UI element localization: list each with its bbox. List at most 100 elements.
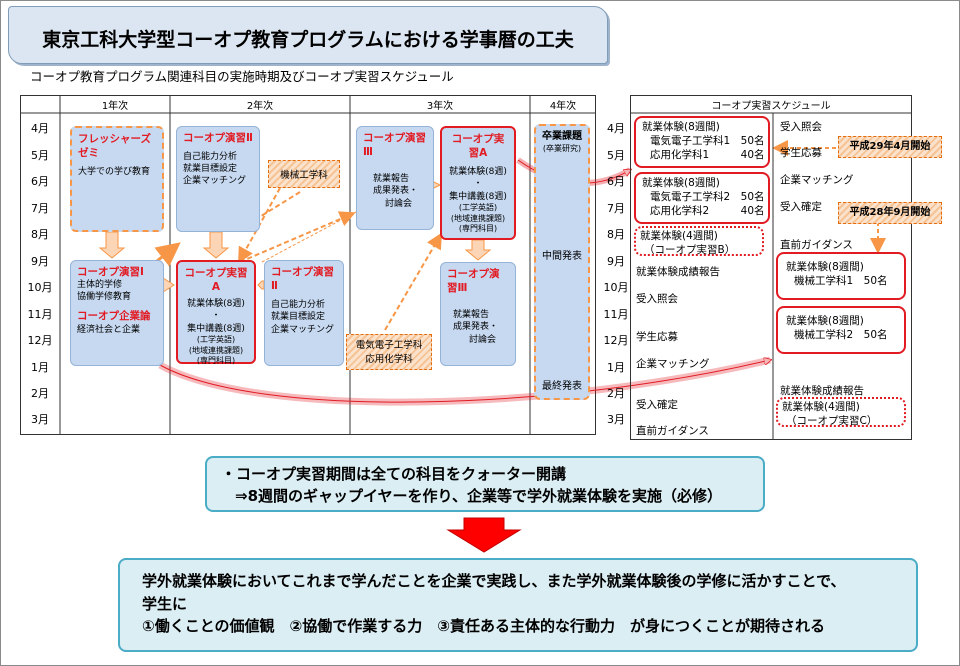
coop-jissyu-a-line: (地域連携課題) bbox=[188, 345, 244, 355]
coop-jissyu-a-line: 集中講義(8週) bbox=[187, 323, 245, 334]
coop-ensyu2-box-a: コーオプ演習Ⅱ 自己能力分析 就業目標設定 企業マッチング bbox=[176, 126, 260, 232]
sched-line: 機械工学科1 50名 bbox=[794, 275, 888, 288]
coop-jissyu-a-line: (専門科目) bbox=[196, 356, 236, 366]
month-label: 11月 bbox=[603, 308, 629, 321]
coop-ensyu2-box-b: コーオプ演習Ⅱ 自己能力分析 就業目標設定 企業マッチング bbox=[264, 260, 344, 366]
coop-ensyu2-line: 企業マッチング bbox=[183, 176, 247, 187]
coop-ensyu2-line: 就業目標設定 bbox=[183, 164, 238, 175]
freshers-title: フレッシャーズゼミ bbox=[78, 133, 151, 160]
schedule-header: コーオプ実習スケジュール bbox=[711, 100, 831, 112]
freshers-seminar-box: フレッシャーズゼミ 大学での学び教育 bbox=[70, 126, 164, 232]
schedule-grid bbox=[630, 95, 912, 440]
sched-right-item: 学生応募 bbox=[780, 147, 822, 159]
sched-left-item: 受入照会 bbox=[636, 293, 678, 305]
coop-ensyu3-box-b: コーオプ演習Ⅲ 就業報告 成果発表・ 討論会 bbox=[440, 262, 516, 366]
sotsugyo-mid: 中間発表 bbox=[542, 251, 582, 263]
sotsugyo-sub: (卒業研究) bbox=[542, 143, 582, 153]
month-label: 10月 bbox=[27, 281, 53, 294]
month-label: 9月 bbox=[31, 255, 49, 268]
page-title: 東京工科大学型コーオプ教育プログラムにおける学事暦の工夫 bbox=[8, 6, 608, 64]
year-header-2: 2年次 bbox=[246, 100, 274, 112]
coop-ensyu3-line: 討論会 bbox=[385, 198, 413, 209]
month-label: 4月 bbox=[31, 122, 49, 135]
coop-jissyu-a-line: ・ bbox=[211, 311, 221, 322]
sotsugyo-title: 卒業課題 bbox=[542, 131, 582, 142]
month-label: 6月 bbox=[607, 175, 625, 188]
coop-ensyu2-line: 企業マッチング bbox=[271, 324, 335, 335]
coop-jissyu-a-line: ・ bbox=[473, 179, 483, 190]
sched-left-block3: 就業体験(4週間) （コーオプ実習B） bbox=[634, 226, 764, 256]
year-header-3: 3年次 bbox=[426, 100, 454, 112]
sched-left-item: 受入確定 bbox=[636, 399, 678, 411]
start-badge-h29: 平成29年4月開始 bbox=[838, 136, 942, 158]
quarter-info-line1: ・コーオプ実習期間は全ての科目をクォーター開講 bbox=[221, 465, 567, 483]
month-label: 8月 bbox=[607, 228, 625, 241]
coop-ensyu3-line: 成果発表・ bbox=[373, 186, 419, 197]
sched-left-block2: 就業体験(8週間) 電気電子工学科2 50名 応用化学科2 40名 bbox=[634, 172, 770, 224]
sched-right-block1: 就業体験(8週間) 機械工学科1 50名 bbox=[776, 252, 906, 300]
sched-line: 電気電子工学科1 50名 bbox=[650, 135, 765, 148]
year-header-1: 1年次 bbox=[101, 100, 129, 112]
month-label: 11月 bbox=[27, 308, 53, 321]
month-label: 4月 bbox=[607, 122, 625, 135]
sotsugyo-box: 卒業課題 (卒業研究) 中間発表 最終発表 bbox=[534, 124, 590, 400]
month-label: 7月 bbox=[607, 202, 625, 215]
sched-right-item: 受入照会 bbox=[780, 121, 822, 133]
sched-line: 電気電子工学科2 50名 bbox=[650, 191, 765, 204]
sched-right-item: 企業マッチング bbox=[780, 174, 854, 186]
month-label: 12月 bbox=[27, 334, 53, 347]
sched-line: 応用化学科1 40名 bbox=[650, 149, 765, 162]
coop-ensyu1-box: コーオプ演習Ⅰ 主体的学修 協働学修教育 コーオプ企業論 経済社会と企業 bbox=[70, 260, 164, 366]
quarter-info-box: ・コーオプ実習期間は全ての科目をクォーター開講 ⇒8週間のギャップイヤーを作り、… bbox=[205, 456, 765, 512]
denki-oyokagaku-label: 電気電子工学科 応用化学科 bbox=[346, 334, 432, 370]
coop-jissyu-a-box-year2: コーオプ実習A 就業体験(8週) ・ 集中講義(8週) (工学英語) (地域連携… bbox=[176, 260, 256, 366]
coop-ensyu2-title: コーオプ演習Ⅱ bbox=[183, 132, 253, 144]
sched-line: 就業体験(4週間) bbox=[782, 401, 860, 413]
sched-line: 就業体験(4週間) bbox=[640, 230, 718, 242]
sched-right-block2: 就業体験(8週間) 機械工学科2 50名 bbox=[776, 306, 906, 354]
coop-jissyu-a-line: (工学英語) bbox=[196, 334, 236, 344]
sched-line: （コーオプ実習B） bbox=[644, 244, 736, 257]
coop-jissyu-a-box-year3: コーオプ実習A 就業体験(8週) ・ 集中講義(8週) (工学英語) (地域連携… bbox=[440, 126, 516, 240]
month-label: 5月 bbox=[31, 149, 49, 162]
sched-line: （コーオプ実習C） bbox=[786, 415, 878, 428]
sched-right-guidance: 直前ガイダンス bbox=[780, 239, 853, 251]
month-label: 9月 bbox=[607, 255, 625, 268]
sotsugyo-final: 最終発表 bbox=[542, 380, 582, 392]
sched-line: 就業体験(8週間) bbox=[786, 315, 864, 327]
month-label: 12月 bbox=[603, 334, 629, 347]
coop-ensyu2-title: コーオプ演習Ⅱ bbox=[271, 266, 334, 293]
quarter-info-line2: ⇒8週間のギャップイヤーを作り、企業等で学外就業体験を実施（必修） bbox=[235, 486, 722, 505]
coop-ensyu1-title: コーオプ演習Ⅰ bbox=[77, 266, 144, 278]
start-badge-h28: 平成28年9月開始 bbox=[838, 202, 942, 224]
outcome-line3: ①働くことの価値観 ②協働で作業する力 ③責任ある主体的な行動力 が身につくこと… bbox=[142, 617, 825, 635]
sched-line: 就業体験(8週間) bbox=[642, 121, 720, 133]
coop-jissyu-a-line: 就業体験(8週) bbox=[449, 167, 507, 178]
coop-jissyu-a-line: 集中講義(8週) bbox=[449, 191, 507, 202]
month-label: 7月 bbox=[31, 202, 49, 215]
coop-ensyu3-title: コーオプ演習Ⅲ bbox=[363, 132, 426, 159]
sched-line: 就業体験(8週間) bbox=[786, 261, 864, 273]
month-label: 1月 bbox=[31, 361, 49, 374]
coop-kigyoron-title: コーオプ企業論 bbox=[77, 310, 151, 323]
coop-jissyu-a-title: コーオプ実習A bbox=[451, 133, 505, 160]
month-label: 1月 bbox=[607, 361, 625, 374]
coop-ensyu2-line: 自己能力分析 bbox=[271, 300, 326, 311]
coop-ensyu1-line: 協働学修教育 bbox=[77, 292, 132, 303]
coop-jissyu-a-title: コーオプ実習A bbox=[184, 267, 248, 294]
month-label: 6月 bbox=[31, 175, 49, 188]
denki-label: 電気電子工学科 bbox=[355, 340, 423, 351]
sched-left-item: 学生応募 bbox=[636, 331, 678, 343]
outcome-line1: 学外就業体験においてこれまで学んだことを企業で実践し、また学外就業体験後の学修に… bbox=[142, 572, 846, 590]
sched-line: 就業体験(8週間) bbox=[642, 177, 720, 189]
coop-ensyu3-line: 就業報告 bbox=[373, 174, 410, 185]
sched-left-item: 直前ガイダンス bbox=[636, 425, 709, 437]
year-header-4: 4年次 bbox=[549, 100, 577, 112]
section-subtitle: コーオプ教育プログラム関連科目の実施時期及びコーオプ実習スケジュール bbox=[30, 69, 454, 84]
coop-jissyu-a-line: (工学英語) bbox=[458, 202, 498, 212]
month-label: 5月 bbox=[607, 149, 625, 162]
sched-left-item: 就業体験成績報告 bbox=[636, 266, 720, 278]
sched-left-block1: 就業体験(8週間) 電気電子工学科1 50名 応用化学科1 40名 bbox=[634, 116, 770, 168]
coop-ensyu3-line: 就業報告 bbox=[453, 310, 490, 321]
coop-ensyu2-line: 就業目標設定 bbox=[271, 312, 326, 323]
